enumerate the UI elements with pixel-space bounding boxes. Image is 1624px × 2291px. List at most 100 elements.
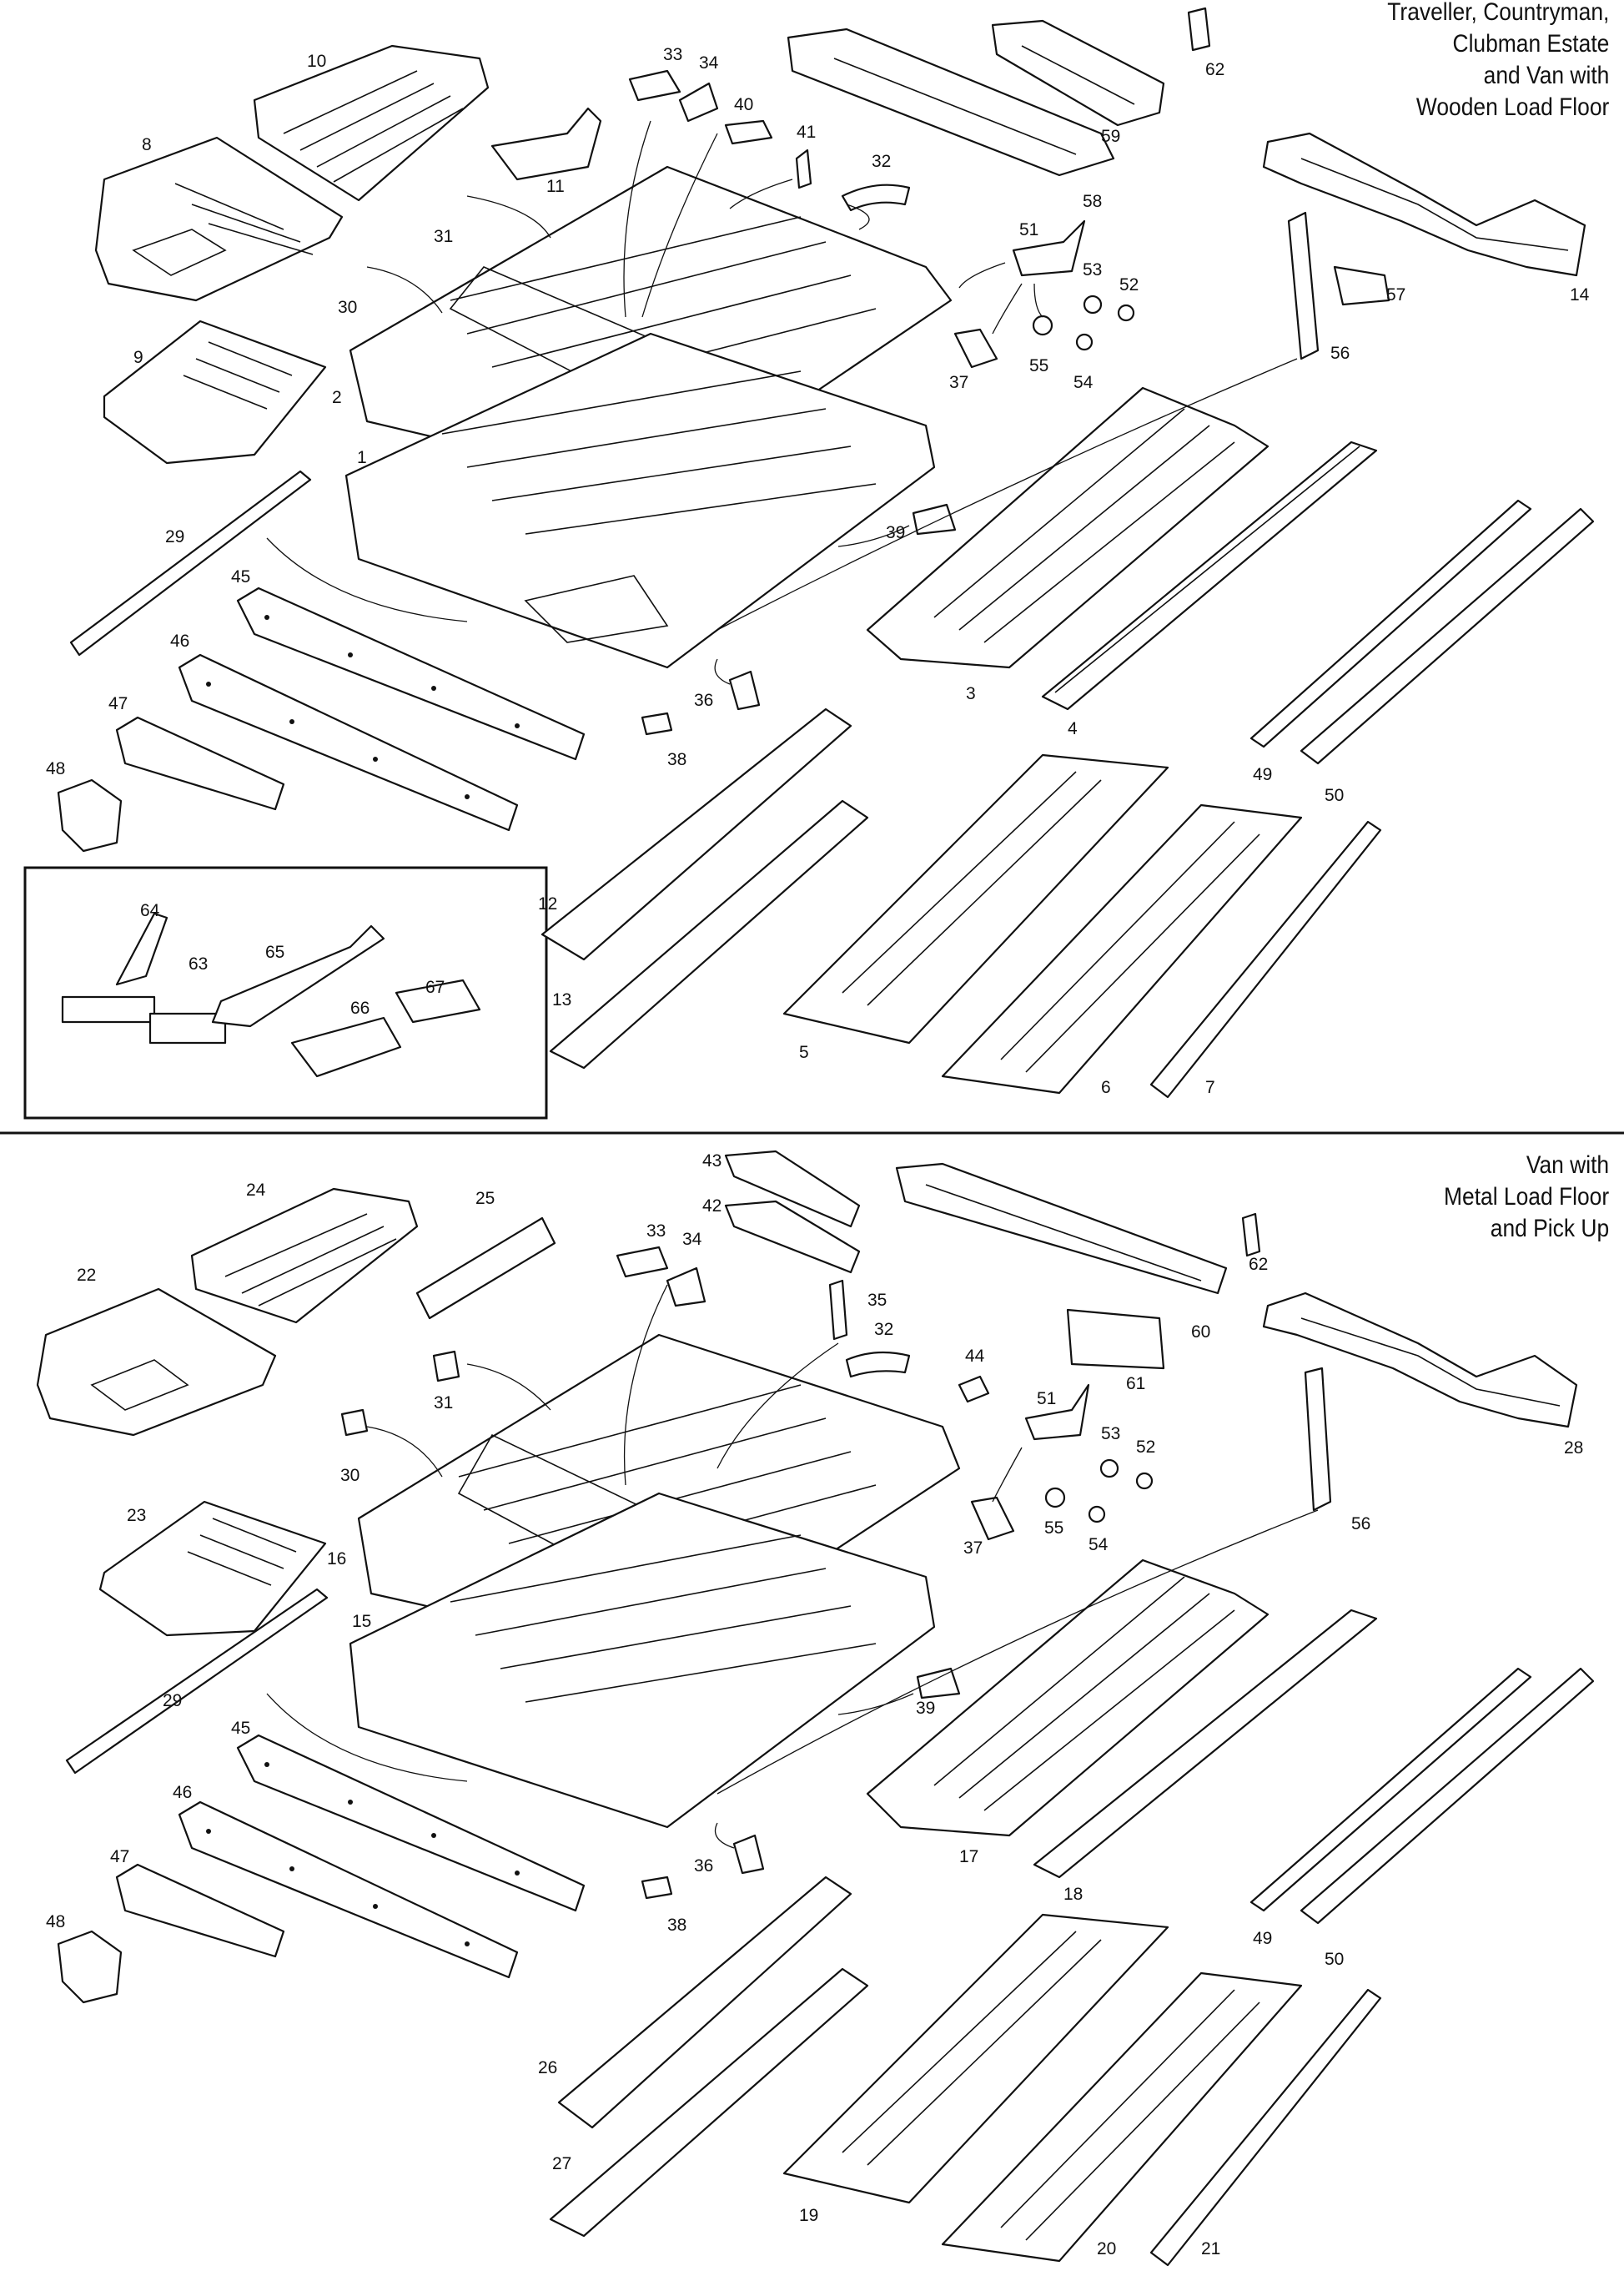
part-49-sill [1249,499,1532,748]
part-49-sill-b [1249,1667,1532,1912]
callout-label: 61 [1126,1374,1145,1393]
part-32-panel-b [845,1351,911,1378]
part-28-rear-valance [1262,1292,1578,1428]
callout-label: 35 [867,1291,887,1310]
callout-label: 20 [1097,2239,1116,2258]
callout-label: 14 [1570,285,1590,305]
callout-label: 30 [340,1466,359,1485]
callout-label: 53 [1083,260,1102,279]
callout-label: 30 [338,298,357,317]
callout-label: 65 [265,943,284,962]
part-62-bracket [1187,7,1211,52]
callout-label: 67 [425,978,445,997]
part-30-bracket-b [340,1408,369,1437]
part-15-floor-assembly [349,1492,936,1829]
part-39-bracket-b [916,1667,961,1699]
bottom-section-parts [36,1150,1595,2267]
title-line: Traveller, Countryman, [1386,0,1609,26]
part-10-floor-panel [253,44,490,202]
callout-label: 13 [552,990,571,1010]
callout-label: 59 [1101,127,1120,146]
part-14-rear-valance [1262,132,1586,277]
callout-label: 38 [667,1916,686,1935]
callout-label: 34 [682,1230,702,1249]
callout-label: 10 [307,52,326,71]
part-65-bracket [211,924,385,1028]
part-61-panel [1066,1308,1165,1370]
part-24-floor-panel [190,1187,419,1324]
part-33-bracket-b [616,1246,669,1278]
callout-label: 8 [142,135,152,154]
callout-label: 31 [434,1393,453,1412]
part-25-panel [415,1216,556,1320]
callout-label: 48 [46,1912,65,1931]
callout-label: 66 [350,999,370,1018]
callout-label: 11 [546,177,565,196]
part-29-sill [69,470,312,657]
callout-label: 58 [1083,192,1102,211]
callout-label: 27 [552,2154,571,2173]
part-19-floor [782,1913,1169,2204]
part-36-bracket [728,670,761,711]
part-58-crossmember [787,28,1115,177]
callout-label: 6 [1101,1078,1111,1097]
part-45-crossmember-b [236,1734,586,1912]
callout-label: 28 [1564,1438,1583,1458]
part-47-crossmember-b [115,1863,285,1958]
part-8-floor-pan [94,136,344,302]
part-42-crossmember [724,1200,861,1274]
callout-label: 50 [1325,1950,1344,1969]
part-32-panel [841,184,911,212]
callout-label: 54 [1089,1535,1109,1554]
part-29-sill-b [65,1588,329,1775]
callout-label: 48 [46,759,65,778]
callout-label: 25 [475,1189,495,1208]
callout-label: 4 [1068,719,1078,738]
part-27-tunnel [549,1967,869,2238]
callout-label: 55 [1044,1518,1063,1538]
callout-label: 21 [1201,2239,1220,2258]
part-21-sill [1149,1988,1382,2267]
part-3-side-floor [866,386,1270,669]
part-41-bracket [795,149,812,189]
callout-label: 51 [1037,1389,1056,1408]
callout-label: 56 [1351,1514,1370,1533]
section-title-wooden-floor: Traveller, Countryman, Clubman Estate an… [1387,0,1609,123]
callout-label: 39 [916,1699,935,1718]
part-57-panel [1333,265,1390,306]
part-12-tunnel [540,707,852,961]
callout-label: 23 [127,1506,146,1525]
callout-label: 47 [110,1847,129,1866]
part-17-side-floor [866,1558,1270,1837]
callout-labels-top: 10 8 33 34 40 41 11 32 62 59 58 14 31 30… [46,45,1590,1097]
callout-label: 50 [1325,786,1344,805]
callout-label: 52 [1136,1438,1155,1457]
callout-label: 56 [1330,344,1350,363]
callout-label: 64 [140,901,160,920]
callout-label: 39 [886,523,905,542]
part-35-bracket [828,1279,848,1341]
part-37-bracket [953,328,998,369]
callout-label: 38 [667,750,686,769]
callout-label: 32 [874,1320,893,1339]
part-62-bracket-b [1241,1212,1261,1257]
part-26-tunnel [557,1876,852,2129]
part-46-crossmember-b [178,1800,519,1979]
part-34-bracket-b [666,1266,706,1307]
callout-label: 7 [1205,1078,1215,1097]
title-line: Van with [1526,1151,1609,1179]
part-9-floor-section [103,320,327,465]
callout-label: 57 [1386,285,1405,305]
callout-label: 51 [1019,220,1038,239]
section-title-metal-floor: Van with Metal Load Floor and Pick Up [1444,1150,1609,1245]
callout-label: 34 [699,53,719,73]
inset-box [23,866,548,1120]
callout-label: 44 [965,1347,985,1366]
part-47-crossmember [115,716,285,811]
part-55-washer [1032,315,1053,336]
part-7-sill [1149,820,1382,1099]
callout-label: 29 [163,1691,182,1710]
callout-label: 33 [646,1221,666,1241]
title-line: Metal Load Floor [1443,1183,1609,1211]
